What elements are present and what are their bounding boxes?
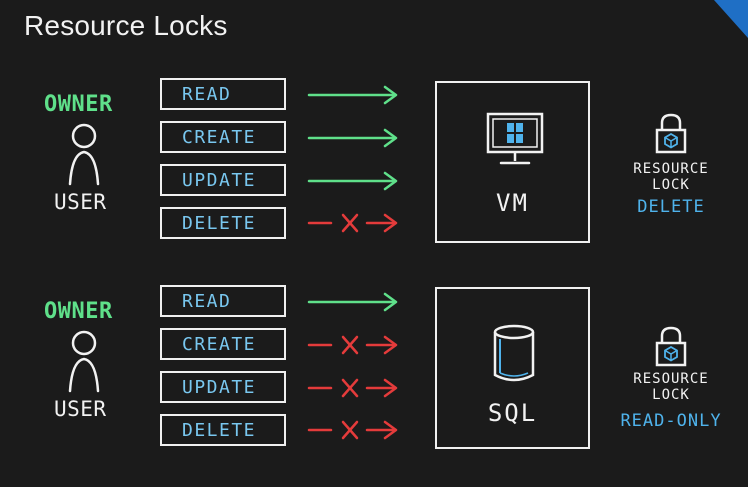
- page-title: Resource Locks: [24, 10, 228, 41]
- denied-arrow: [307, 335, 398, 355]
- resource-label-vm: VM: [496, 189, 529, 217]
- allowed-arrow: [307, 171, 398, 191]
- op-update: UPDATE: [160, 371, 286, 403]
- lock-icon: [655, 326, 687, 367]
- op-delete: DELETE: [160, 414, 286, 446]
- section-vm: OWNER USER READ CREATE UPDATE DELETE: [0, 70, 748, 250]
- owner-label: OWNER: [44, 92, 113, 117]
- op-delete: DELETE: [160, 207, 286, 239]
- user-label: USER: [54, 190, 107, 214]
- op-update: UPDATE: [160, 164, 286, 196]
- allowed-arrow: [307, 85, 398, 105]
- lock-label-line1: RESOURCE: [633, 371, 709, 387]
- op-read: READ: [160, 285, 286, 317]
- resource-label-sql: SQL: [487, 399, 538, 427]
- corner-accent: [714, 0, 748, 38]
- vm-monitor-icon: [486, 112, 544, 165]
- lock-type-read-only: READ-ONLY: [620, 411, 722, 431]
- sql-database-icon: [493, 324, 535, 382]
- denied-arrow: [307, 420, 398, 440]
- section-sql: OWNER USER READ CREATE UPDATE DELETE: [0, 277, 748, 457]
- lock-label-line1: RESOURCE: [633, 161, 709, 177]
- op-create: CREATE: [160, 328, 286, 360]
- denied-arrow: [307, 213, 398, 233]
- lock-label-line2: LOCK: [652, 387, 690, 403]
- op-read: READ: [160, 78, 286, 110]
- owner-label: OWNER: [44, 299, 113, 324]
- user-icon: [68, 330, 100, 393]
- denied-arrow: [307, 378, 398, 398]
- resource-sql-box: SQL: [435, 287, 590, 449]
- lock-icon: [655, 113, 687, 154]
- user-icon: [68, 123, 100, 186]
- op-create: CREATE: [160, 121, 286, 153]
- allowed-arrow: [307, 128, 398, 148]
- lock-label-line2: LOCK: [652, 177, 690, 193]
- lock-type-delete: DELETE: [637, 197, 705, 217]
- resource-vm-box: VM: [435, 81, 590, 243]
- user-label: USER: [54, 397, 107, 421]
- allowed-arrow: [307, 292, 398, 312]
